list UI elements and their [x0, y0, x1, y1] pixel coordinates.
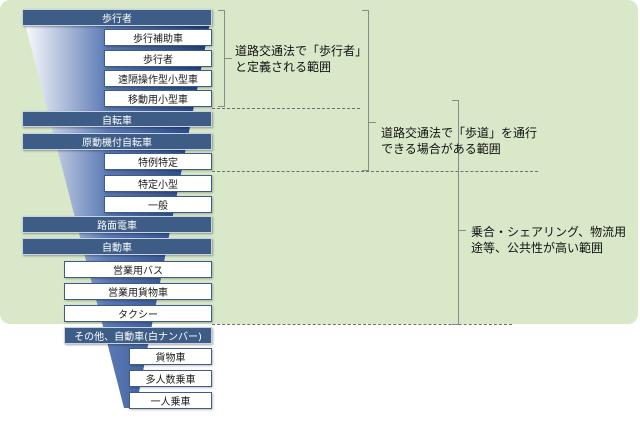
item-bus: 営業用バス — [64, 261, 212, 278]
category-pedestrian: 歩行者 — [22, 9, 212, 26]
item-specific-small: 特定小型 — [104, 175, 212, 192]
bracket-pedestrian — [218, 10, 225, 107]
label-sidewalk-line2: できる場合がある範囲 — [381, 142, 501, 156]
category-tram: 路面電車 — [22, 216, 212, 233]
label-sidewalk-line1: 道路交通法で「歩道」を通行 — [381, 126, 538, 140]
bracket-public-tick — [459, 230, 466, 231]
item-walking-aid: 歩行補助車 — [104, 29, 212, 46]
label-sidewalk: 道路交通法で「歩道」を通行 できる場合がある範囲 — [381, 125, 537, 157]
label-shared-public-line2: 途等、公共性が高い範囲 — [471, 241, 604, 255]
category-moped: 原動機付自転車 — [22, 133, 212, 150]
item-pedestrian: 歩行者 — [104, 50, 212, 67]
bracket-sidewalk-tick — [369, 122, 376, 123]
category-car: 自動車 — [22, 238, 212, 255]
label-pedestrian-definition: 道路交通法で「歩行者」 と定義される範囲 — [235, 43, 367, 75]
bracket-sidewalk — [362, 10, 369, 171]
item-cargo: 貨物車 — [129, 348, 212, 365]
label-pedestrian-definition-line2: と定義される範囲 — [235, 60, 332, 74]
bracket-public — [452, 100, 459, 325]
label-pedestrian-definition-line1: 道路交通法で「歩行者」 — [235, 44, 368, 58]
separator-public — [212, 324, 512, 325]
separator-sidewalk — [212, 171, 538, 172]
item-truck: 営業用貨物車 — [64, 283, 212, 300]
bracket-pedestrian-tick — [225, 58, 232, 59]
separator-pedestrian — [212, 108, 360, 109]
category-bicycle: 自転車 — [22, 111, 212, 127]
item-general: 一般 — [104, 196, 212, 213]
item-multi-passenger: 多人数乗車 — [129, 370, 212, 387]
item-remote-small: 遠隔操作型小型車 — [104, 70, 212, 87]
item-single-passenger: 一人乗車 — [129, 392, 212, 409]
item-special-specific: 特例特定 — [104, 153, 212, 170]
item-taxi: タクシー — [64, 305, 212, 322]
item-mobility-small: 移動用小型車 — [104, 90, 212, 107]
category-other-car: その他、自動車(白ナンバー) — [64, 327, 212, 344]
label-shared-public-line1: 乗合・シェアリング、物流用 — [471, 225, 627, 239]
label-shared-public: 乗合・シェアリング、物流用 途等、公共性が高い範囲 — [471, 224, 626, 256]
